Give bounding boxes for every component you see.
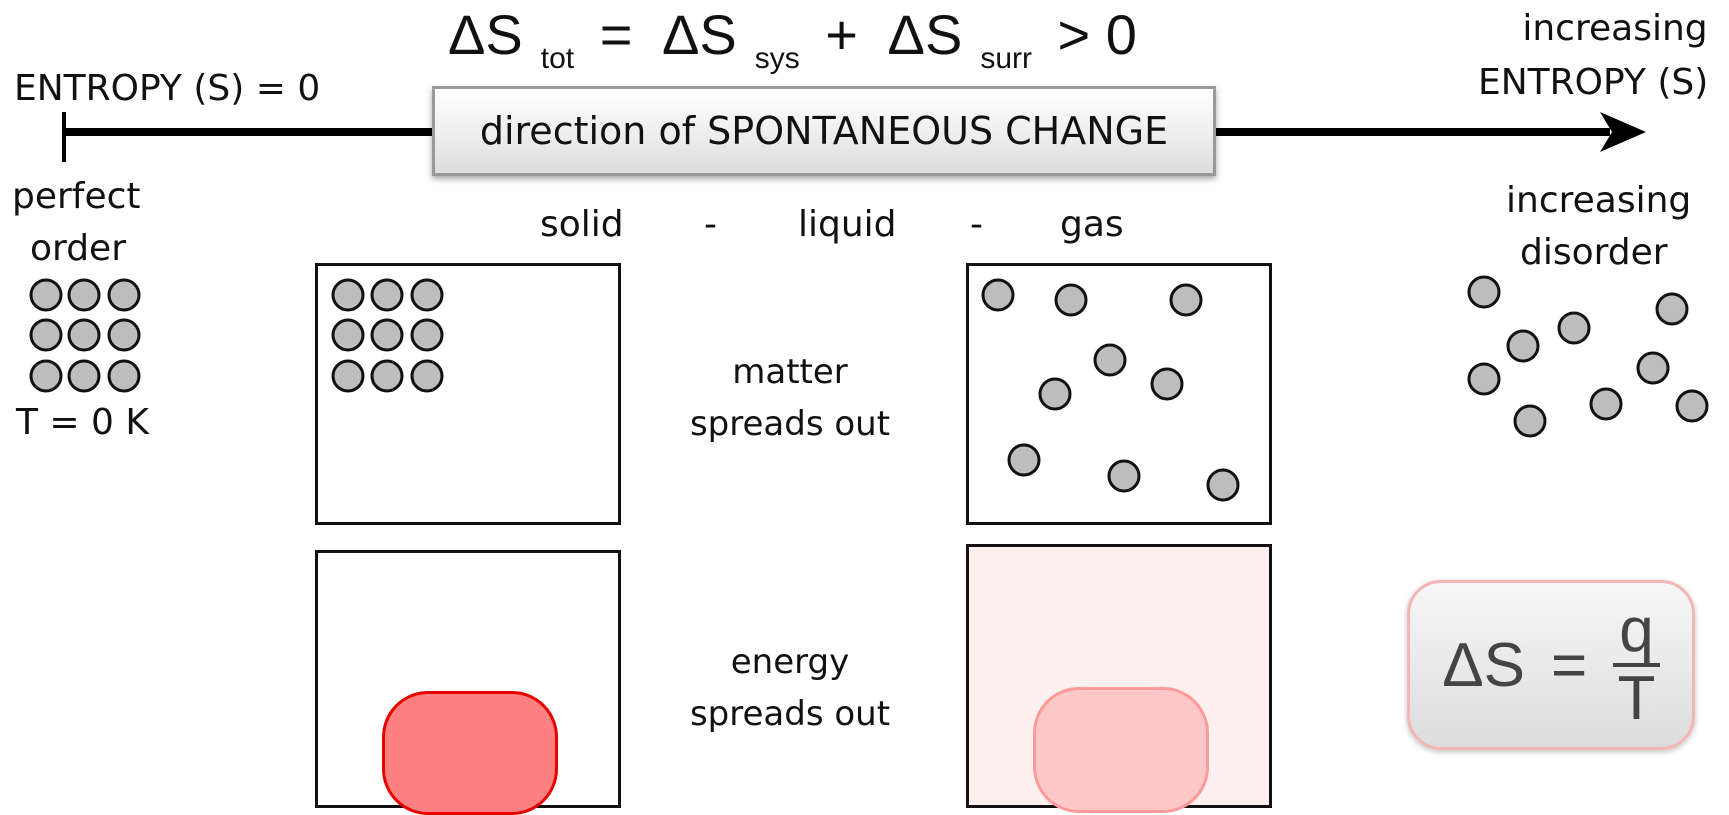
- particle: [1636, 351, 1670, 385]
- phase-solid: solid: [540, 204, 624, 245]
- entropy-zero-label: ENTROPY (S) = 0: [14, 68, 321, 109]
- energy-spreads-out-caption: energy spreads out: [640, 636, 940, 740]
- plus-sign: +: [825, 3, 858, 66]
- particle: [29, 359, 63, 393]
- phase-dash-1: -: [704, 204, 717, 245]
- entropy-formula-badge: ΔS = q T: [1407, 580, 1695, 750]
- increasing-entropy-label-line2: ENTROPY (S): [1478, 62, 1709, 103]
- particle: [1467, 275, 1501, 309]
- particle: [1589, 387, 1623, 421]
- increasing-disorder-label-line2: disorder: [1520, 232, 1668, 273]
- particle: [29, 278, 63, 312]
- sub-sys: sys: [754, 42, 800, 75]
- particle: [67, 318, 101, 352]
- particle: [1513, 404, 1547, 438]
- particle: [1655, 292, 1689, 326]
- delta-s-surr: ΔS: [887, 3, 963, 66]
- energy-caption-line2: spreads out: [689, 694, 891, 734]
- particle: [1675, 389, 1709, 423]
- formula-equals: =: [1551, 630, 1588, 700]
- phase-liquid: liquid: [798, 204, 897, 245]
- warm-energy-block: [1033, 687, 1209, 813]
- equals-sign: =: [599, 3, 633, 66]
- particle: [107, 318, 141, 352]
- phase-dash-2: -: [970, 204, 983, 245]
- matter-spreads-out-caption: matter spreads out: [640, 346, 940, 450]
- matter-caption-line1: matter: [732, 352, 848, 392]
- sub-surr: surr: [980, 42, 1032, 75]
- particle: [107, 278, 141, 312]
- particle: [67, 359, 101, 393]
- phase-gas: gas: [1060, 204, 1124, 245]
- formula-numerator: q: [1613, 599, 1660, 667]
- particle: [1506, 329, 1540, 363]
- ordered-matter-box: [315, 263, 621, 525]
- axis-arrowhead: [1600, 112, 1646, 152]
- particle: [107, 359, 141, 393]
- concentrated-energy-box: [315, 550, 621, 815]
- particle: [67, 278, 101, 312]
- entropy-total-equation: ΔS tot = ΔS sys + ΔS surr > 0: [448, 2, 1137, 76]
- matter-caption-line2: spreads out: [689, 404, 891, 444]
- energy-caption-line1: energy: [730, 642, 850, 682]
- particle: [1467, 362, 1501, 396]
- increasing-entropy-label-line1: increasing: [1522, 8, 1708, 49]
- dispersed-matter-box: [966, 263, 1272, 525]
- delta-s-sys: ΔS: [661, 3, 737, 66]
- delta-s-tot: ΔS: [448, 3, 523, 66]
- direction-of-spontaneous-change-box: direction of SPONTANEOUS CHANGE: [432, 86, 1216, 176]
- perfect-order-label-line2: order: [30, 228, 126, 269]
- formula-denominator: T: [1617, 664, 1656, 733]
- particle: [29, 318, 63, 352]
- dispersed-energy-box: [966, 544, 1272, 813]
- formula-fraction: q T: [1613, 599, 1660, 733]
- increasing-disorder-label-line1: increasing: [1506, 180, 1692, 221]
- sub-tot: tot: [540, 42, 575, 75]
- zero-kelvin-label: T = 0 K: [16, 402, 149, 443]
- particle: [1557, 311, 1591, 345]
- formula-lhs: ΔS: [1442, 630, 1526, 700]
- greater-than-zero: > 0: [1057, 3, 1137, 66]
- perfect-order-label-line1: perfect: [12, 176, 141, 217]
- hot-energy-block: [382, 691, 558, 815]
